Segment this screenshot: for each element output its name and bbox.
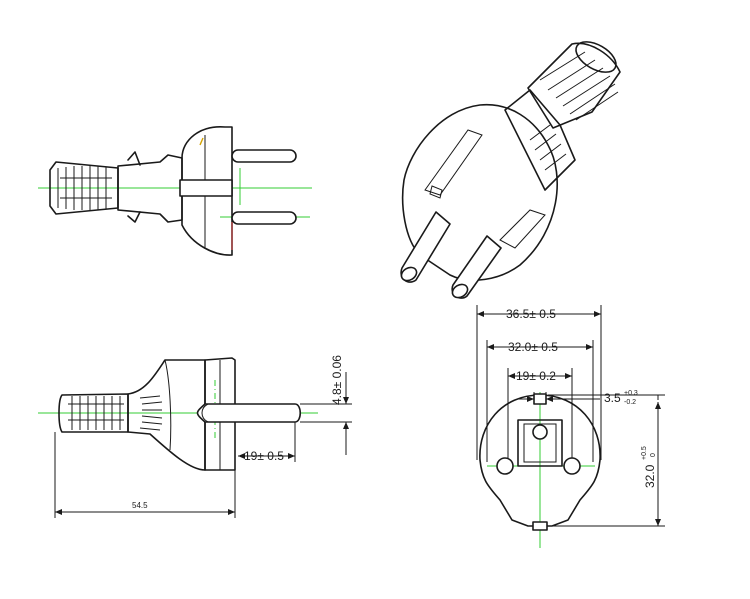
body-grip-fins (127, 151, 141, 223)
pin-pitch-label: 19± 0.2 (516, 369, 556, 383)
side-view-dimensions: 4.8± 0.06 19± 0.5 54.5 (54, 355, 352, 518)
front-center-hole (532, 424, 548, 440)
front-key-outline (517, 419, 563, 467)
side-cable-sleeve-ribs (71, 396, 121, 430)
iso-cable-sleeve-ribs (539, 51, 619, 121)
pin-length-label: 19± 0.5 (244, 449, 284, 463)
slot-width-tol-minus: -0.2 (624, 399, 636, 406)
front-pin-right (563, 457, 581, 475)
iso-pin-right (451, 235, 502, 299)
slot-width-tol-plus: +0.3 (624, 390, 638, 397)
side-pin-root (201, 403, 209, 423)
side-body-grip (139, 395, 163, 431)
front-earth-contact-top (533, 393, 547, 405)
earth-clip (179, 179, 233, 197)
face-height-tol-minus: 0 (650, 453, 657, 457)
front-view (479, 392, 601, 548)
pin-diameter-label: 4.8± 0.06 (330, 355, 344, 405)
overall-width-label: 36.5± 0.5 (506, 307, 556, 321)
iso-earth-slot-lower (499, 209, 546, 249)
iso-cable-end (575, 41, 617, 73)
side-cable-sleeve-outline (58, 393, 129, 433)
iso-cable-sleeve-outline (527, 42, 621, 129)
side-body-outline (127, 359, 206, 471)
side-body-edge (164, 359, 172, 451)
top-view (38, 126, 312, 256)
face-height-tol-plus: +0.5 (641, 446, 648, 460)
front-pin-left (496, 457, 514, 475)
face-height-label: 32.0 (643, 464, 657, 488)
total-length-label: 54.5 (132, 501, 148, 510)
iso-neck-outline (504, 89, 576, 191)
iso-earth-clip (429, 185, 443, 199)
side-pin (196, 403, 302, 423)
side-cable-sleeve-slots (68, 403, 124, 421)
slot-width-label: 3.5 (604, 391, 621, 405)
front-key-inner (523, 423, 557, 463)
iso-earth-slot (424, 129, 483, 196)
side-view (38, 357, 318, 471)
front-view-dimensions: 36.5± 0.5 32.0± 0.5 19± 0.2 3.5 +0.3 -0.… (476, 305, 665, 527)
iso-pin-left (400, 211, 451, 283)
cable-sleeve-ribs (57, 166, 107, 210)
iso-neck-grip (529, 124, 567, 171)
pin-spacing-label: 32.0± 0.5 (508, 340, 558, 354)
cable-sleeve-slots (60, 177, 112, 199)
pin-lower (231, 211, 297, 225)
top-view-yellow-mark (199, 137, 204, 146)
isometric-view (400, 41, 621, 299)
front-earth-contact-bottom (532, 521, 548, 531)
pin-upper (231, 149, 297, 163)
